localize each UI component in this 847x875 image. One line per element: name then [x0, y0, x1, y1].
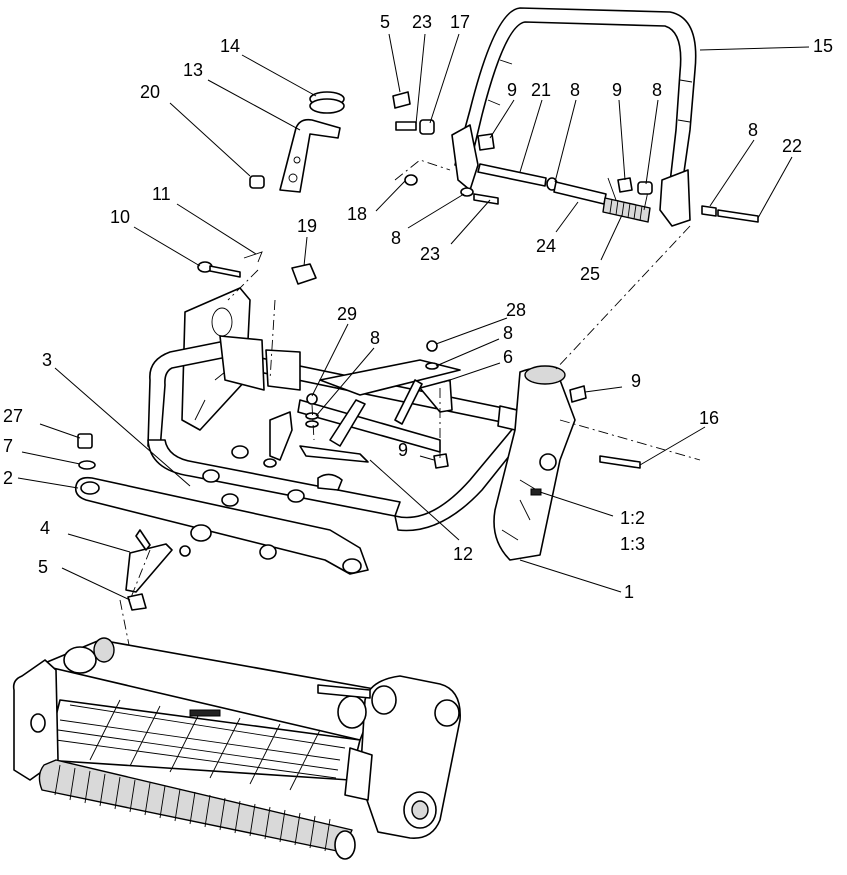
callout-label: 13 — [183, 60, 203, 80]
right-hardware — [305, 340, 641, 469]
callout-label: 17 — [450, 12, 470, 32]
callout-label: 25 — [580, 264, 600, 284]
leader-lines — [17, 33, 810, 601]
callout-label: 5 — [380, 12, 390, 32]
callout-label: 7 — [3, 436, 13, 456]
callout-label: 21 — [531, 80, 551, 100]
callout-label: 8 — [748, 120, 758, 140]
height-adjust-parts — [197, 91, 345, 285]
assembly-guide-lines — [119, 159, 701, 651]
callout-label: 15 — [813, 36, 833, 56]
callout-label: 29 — [337, 304, 357, 324]
handle-hardware — [392, 91, 759, 223]
callout-label: 16 — [699, 408, 719, 428]
callout-label: 23 — [412, 12, 432, 32]
callout-label: 18 — [347, 204, 367, 224]
callout-label: 8 — [391, 228, 401, 248]
callout-label: 4 — [40, 518, 50, 538]
callout-label: 8 — [570, 80, 580, 100]
callout-label: 9 — [631, 371, 641, 391]
callout-label: 14 — [220, 36, 240, 56]
callout-label: 10 — [110, 207, 130, 227]
callout-label: 1:2 — [620, 508, 645, 528]
callout-label: 8 — [370, 328, 380, 348]
callout-label: 6 — [503, 347, 513, 367]
callout-labels: 5 23 17 15 14 13 20 9 21 8 9 8 8 22 18 8… — [3, 12, 833, 602]
callout-label: 9 — [507, 80, 517, 100]
callout-label: 1 — [624, 582, 634, 602]
callout-label: 19 — [297, 216, 317, 236]
cutting-unit — [12, 637, 461, 860]
callout-label: 8 — [503, 323, 513, 343]
callout-label: 11 — [152, 184, 171, 204]
callout-label: 23 — [420, 244, 440, 264]
callout-label: 20 — [140, 82, 160, 102]
callout-label: 2 — [3, 468, 13, 488]
callout-label: 3 — [42, 350, 52, 370]
callout-label: 12 — [453, 544, 473, 564]
lift-arm — [74, 433, 369, 611]
callout-label: 9 — [398, 440, 408, 460]
callout-label: 8 — [652, 80, 662, 100]
carrier-frame — [147, 287, 576, 561]
callout-label: 9 — [612, 80, 622, 100]
callout-label: 22 — [782, 136, 802, 156]
callout-label: 24 — [536, 236, 556, 256]
callout-label: 28 — [506, 300, 526, 320]
callout-label: 5 — [38, 557, 48, 577]
callout-label: 1:3 — [620, 534, 645, 554]
callout-label: 27 — [3, 406, 23, 426]
